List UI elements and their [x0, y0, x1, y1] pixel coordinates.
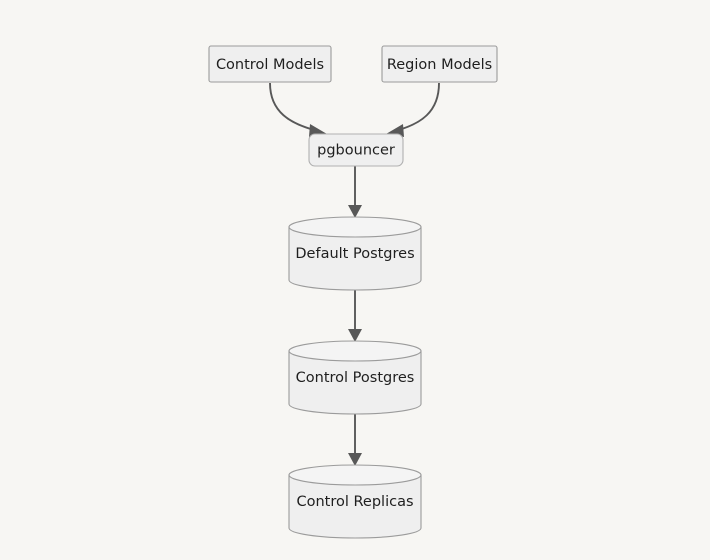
node-control-postgres-top — [288, 340, 422, 362]
edge-default-postgres-control-postgres — [348, 290, 362, 342]
node-control-replicas-label: Control Replicas — [296, 494, 413, 510]
edge-control-models-pgbouncer-line — [269, 82, 319, 132]
node-default-postgres[interactable]: Default Postgres — [288, 216, 422, 291]
node-pgbouncer[interactable]: pgbouncer — [308, 133, 404, 167]
edge-pgbouncer-default-postgres-arrowhead — [348, 205, 362, 218]
node-default-postgres-label: Default Postgres — [295, 246, 414, 262]
node-region-models-box[interactable] — [381, 45, 498, 83]
node-default-postgres-body[interactable] — [288, 226, 422, 291]
node-control-models-label: Control Models — [216, 57, 324, 73]
node-control-postgres[interactable]: Control Postgres — [288, 340, 422, 415]
node-control-models[interactable]: Control Models — [208, 45, 332, 83]
edge-pgbouncer-default-postgres — [348, 166, 362, 218]
node-pgbouncer-box[interactable] — [308, 133, 404, 167]
node-control-replicas-top — [288, 464, 422, 486]
edge-control-postgres-control-replicas-arrowhead — [348, 453, 362, 466]
edge-control-models-pgbouncer — [269, 82, 327, 137]
edge-region-models-pgbouncer-line — [394, 82, 440, 132]
node-control-postgres-label: Control Postgres — [296, 370, 415, 386]
node-default-postgres-top — [288, 216, 422, 238]
node-control-replicas[interactable]: Control Replicas — [288, 464, 422, 539]
node-layer: Control Models Region Models pgbouncer D… — [208, 45, 498, 539]
edge-control-postgres-control-replicas — [348, 414, 362, 466]
node-region-models-label: Region Models — [387, 57, 492, 73]
node-region-models[interactable]: Region Models — [381, 45, 498, 83]
node-control-postgres-body[interactable] — [288, 350, 422, 415]
edge-region-models-pgbouncer — [386, 82, 440, 137]
edge-default-postgres-control-postgres-arrowhead — [348, 329, 362, 342]
node-pgbouncer-label: pgbouncer — [317, 143, 395, 159]
node-control-replicas-body[interactable] — [288, 474, 422, 539]
node-control-models-box[interactable] — [208, 45, 332, 83]
